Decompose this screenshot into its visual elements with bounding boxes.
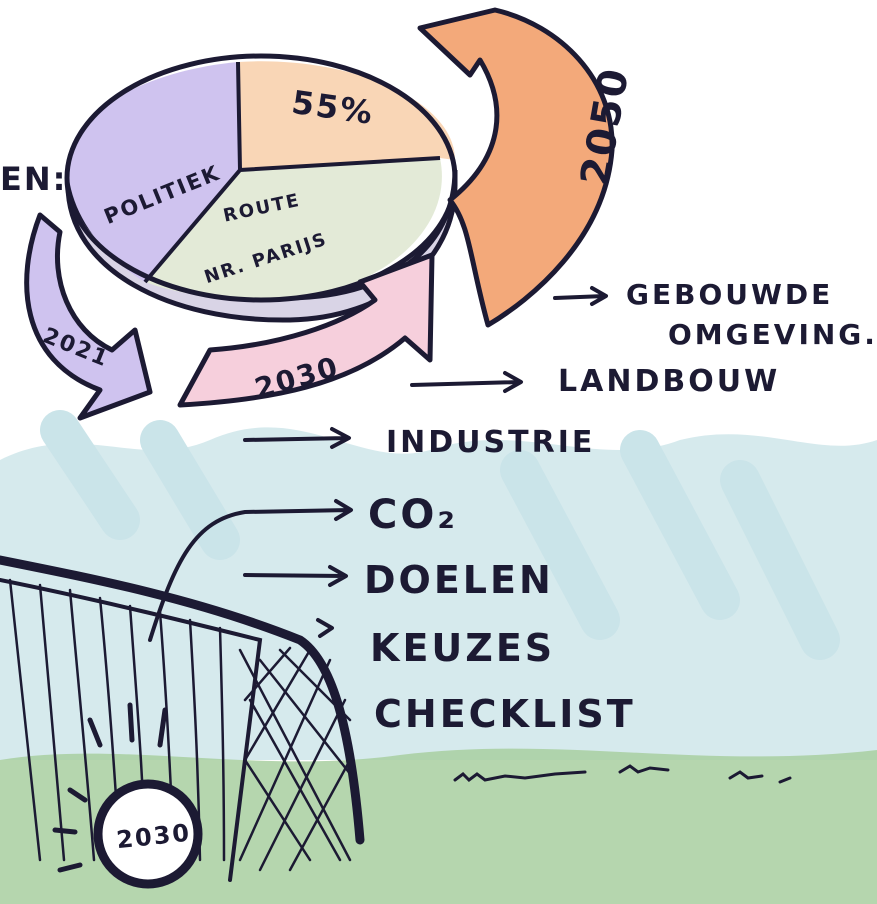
arrow-to-landbouw bbox=[410, 371, 523, 393]
topic-gebouwde-line1: GEBOUWDE bbox=[626, 278, 834, 311]
arrow-to-gebouwde bbox=[553, 286, 608, 306]
arrow-to-doelen bbox=[243, 565, 348, 587]
ball bbox=[52, 702, 203, 889]
sky-wash bbox=[0, 410, 877, 760]
arrow-2030 bbox=[177, 252, 435, 408]
arrow-to-keuzes bbox=[316, 618, 334, 638]
topic-co2: CO₂ bbox=[368, 492, 458, 538]
arrow-2050 bbox=[417, 7, 615, 328]
topic-landbouw: LANDBOUW bbox=[558, 364, 781, 399]
topic-gebouwde-line2: OMGEVING. bbox=[668, 318, 877, 351]
pie-slice-politiek bbox=[68, 62, 240, 282]
topic-keuzes: KEUZES bbox=[370, 626, 556, 670]
grass-scribble bbox=[453, 764, 792, 784]
grass-wash bbox=[0, 748, 877, 904]
pie-slice-route bbox=[145, 158, 442, 300]
pie-slice-55 bbox=[238, 61, 455, 170]
arrow-to-co2 bbox=[148, 499, 353, 642]
topic-industrie: INDUSTRIE bbox=[386, 425, 596, 460]
arrow-2021 bbox=[24, 212, 153, 421]
goal-net bbox=[0, 555, 365, 882]
topic-doelen: DOELEN bbox=[364, 558, 554, 602]
header-fragment: EN: bbox=[0, 160, 67, 198]
topic-checklist: CHECKLIST bbox=[374, 692, 636, 736]
arrow-to-industrie bbox=[243, 427, 351, 449]
pie-chart bbox=[64, 53, 458, 323]
